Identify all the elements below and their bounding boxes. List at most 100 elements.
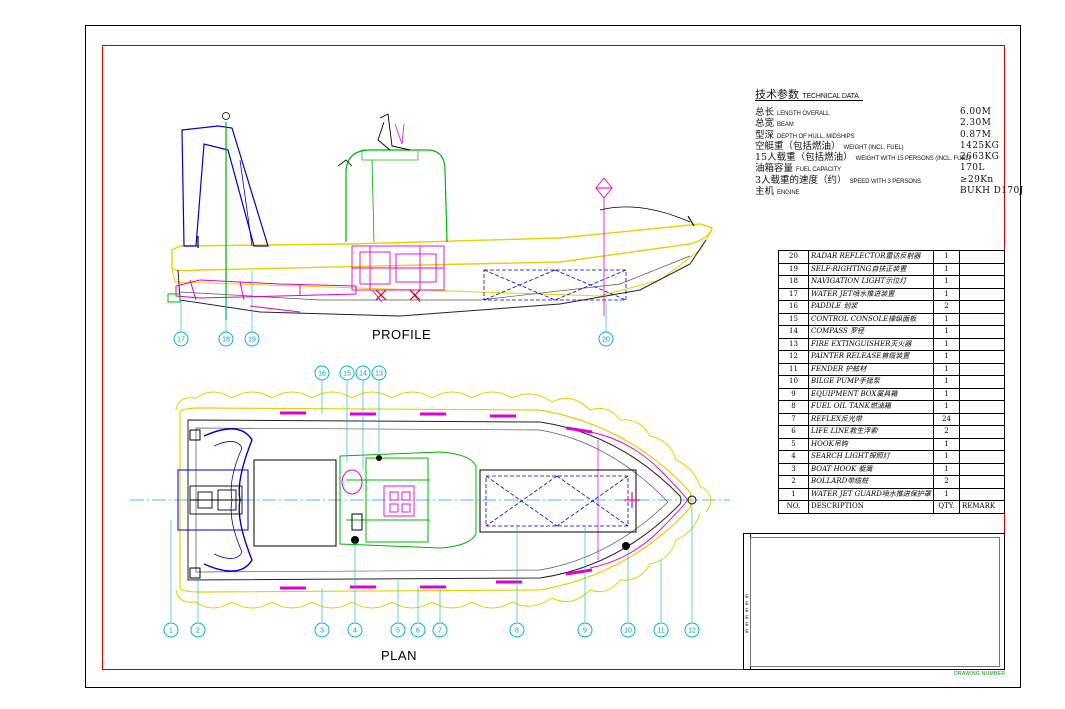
profile-console-panel <box>361 149 419 161</box>
parts-remark <box>959 437 1005 451</box>
tech-label-en: WEIGHT (INCL. FUEL) <box>843 144 904 151</box>
plan-callout-leaders <box>170 380 693 622</box>
parts-desc: PADDLE 划浆 <box>808 300 934 314</box>
parts-desc: EQUIPMENT BOX属具箱 <box>808 387 934 401</box>
parts-no: 7 <box>778 412 809 426</box>
tech-value: 6.00M <box>960 107 992 117</box>
technical-data-underline <box>755 100 863 101</box>
parts-qty: 2 <box>933 300 960 314</box>
callout-circle <box>218 331 234 347</box>
profile-engine <box>351 245 445 303</box>
parts-desc: CONTROL CONSOLE操纵面板 <box>808 312 934 326</box>
callout-circle <box>577 622 593 638</box>
parts-qty: 1 <box>933 400 960 414</box>
drawing-number: DRAWING NUMBER <box>954 671 1006 677</box>
profile-callout-19: 19 <box>244 331 260 347</box>
parts-qty: 1 <box>933 375 960 389</box>
callout-circle <box>314 622 330 638</box>
callout-number: 2 <box>196 628 200 635</box>
tech-value: 0.87M <box>960 129 992 140</box>
parts-remark <box>959 362 1005 376</box>
callout-circle <box>410 622 426 638</box>
parts-header-remark: REMARK <box>959 500 1005 514</box>
tech-value: 2.30M <box>960 118 992 129</box>
profile-tube <box>171 223 713 272</box>
plan-view <box>130 380 730 622</box>
parts-qty: 1 <box>933 312 960 326</box>
parts-header-desc: DESCRIPTION <box>808 500 934 514</box>
tech-value: 2663KG <box>960 152 1000 163</box>
plan-control-panel <box>383 485 415 517</box>
parts-remark <box>959 287 1005 301</box>
title-block-marks: E E E E E E <box>745 594 749 635</box>
callout-circle <box>620 622 636 638</box>
parts-no: 16 <box>778 300 809 314</box>
parts-remark <box>959 350 1005 364</box>
tech-label-cn: 总宽 <box>755 118 775 130</box>
parts-remark <box>959 450 1005 464</box>
tech-label-cn: 总长 <box>755 107 775 118</box>
profile-self-righting-strut <box>239 159 253 247</box>
plan-callout-3: 3 <box>314 622 330 638</box>
parts-qty: 1 <box>933 487 960 501</box>
tech-label-en: FUEL CAPACITY <box>796 167 842 174</box>
plan-hull <box>187 419 682 581</box>
plan-compass <box>341 469 363 495</box>
parts-remark <box>959 400 1005 414</box>
tech-value: 1425KG <box>960 140 1000 151</box>
callout-circle <box>347 622 363 638</box>
plan-equipment-box <box>479 469 637 533</box>
technical-data-title-en: TECHNICAL DATA <box>802 93 859 100</box>
plan-engine-hatch <box>253 459 337 547</box>
parts-qty: 1 <box>933 325 960 339</box>
callout-number: 10 <box>624 628 632 635</box>
parts-no: 8 <box>778 400 809 414</box>
parts-no: 3 <box>778 462 809 476</box>
callout-circle <box>355 365 371 381</box>
callout-number: 14 <box>359 371 367 378</box>
profile-console <box>345 149 448 243</box>
parts-qty: 2 <box>933 425 960 439</box>
parts-remark <box>959 300 1005 314</box>
profile-bow-fitting <box>687 215 695 227</box>
plan-inner-deck <box>195 427 669 573</box>
callout-circle <box>509 622 525 638</box>
parts-desc: SELF-RIGHTING自扶正装置 <box>808 262 934 276</box>
parts-qty: 1 <box>933 362 960 376</box>
tech-label-cn: 3人载重的速度（约） <box>755 174 847 186</box>
callout-number: 13 <box>375 371 383 378</box>
callout-number: 7 <box>438 628 442 635</box>
parts-no: 13 <box>778 337 809 351</box>
callout-circle <box>390 622 406 638</box>
parts-remark <box>959 425 1005 439</box>
plan-bilge-pump <box>622 542 630 550</box>
tech-label-cn: 型深 <box>755 129 775 141</box>
parts-remark <box>959 462 1005 476</box>
callout-number: 16 <box>318 371 326 378</box>
plan-callout-12: 12 <box>684 622 700 638</box>
title-block: E E E E E E <box>743 533 1005 670</box>
parts-no: 1 <box>778 487 809 501</box>
profile-nav-light <box>222 112 230 120</box>
parts-desc: WATER JET喷水推进装置 <box>808 287 934 301</box>
profile-hull-chine <box>179 255 691 301</box>
tech-label-cn: 15人载重（包括燃油） <box>755 152 853 164</box>
parts-desc: BOAT HOOK 艇篙 <box>808 462 934 476</box>
parts-desc: SEARCH LIGHT探照灯 <box>808 450 934 464</box>
profile-tube-lower <box>171 229 713 297</box>
plan-tube <box>179 407 692 593</box>
plan-radar-reflector <box>624 492 640 508</box>
